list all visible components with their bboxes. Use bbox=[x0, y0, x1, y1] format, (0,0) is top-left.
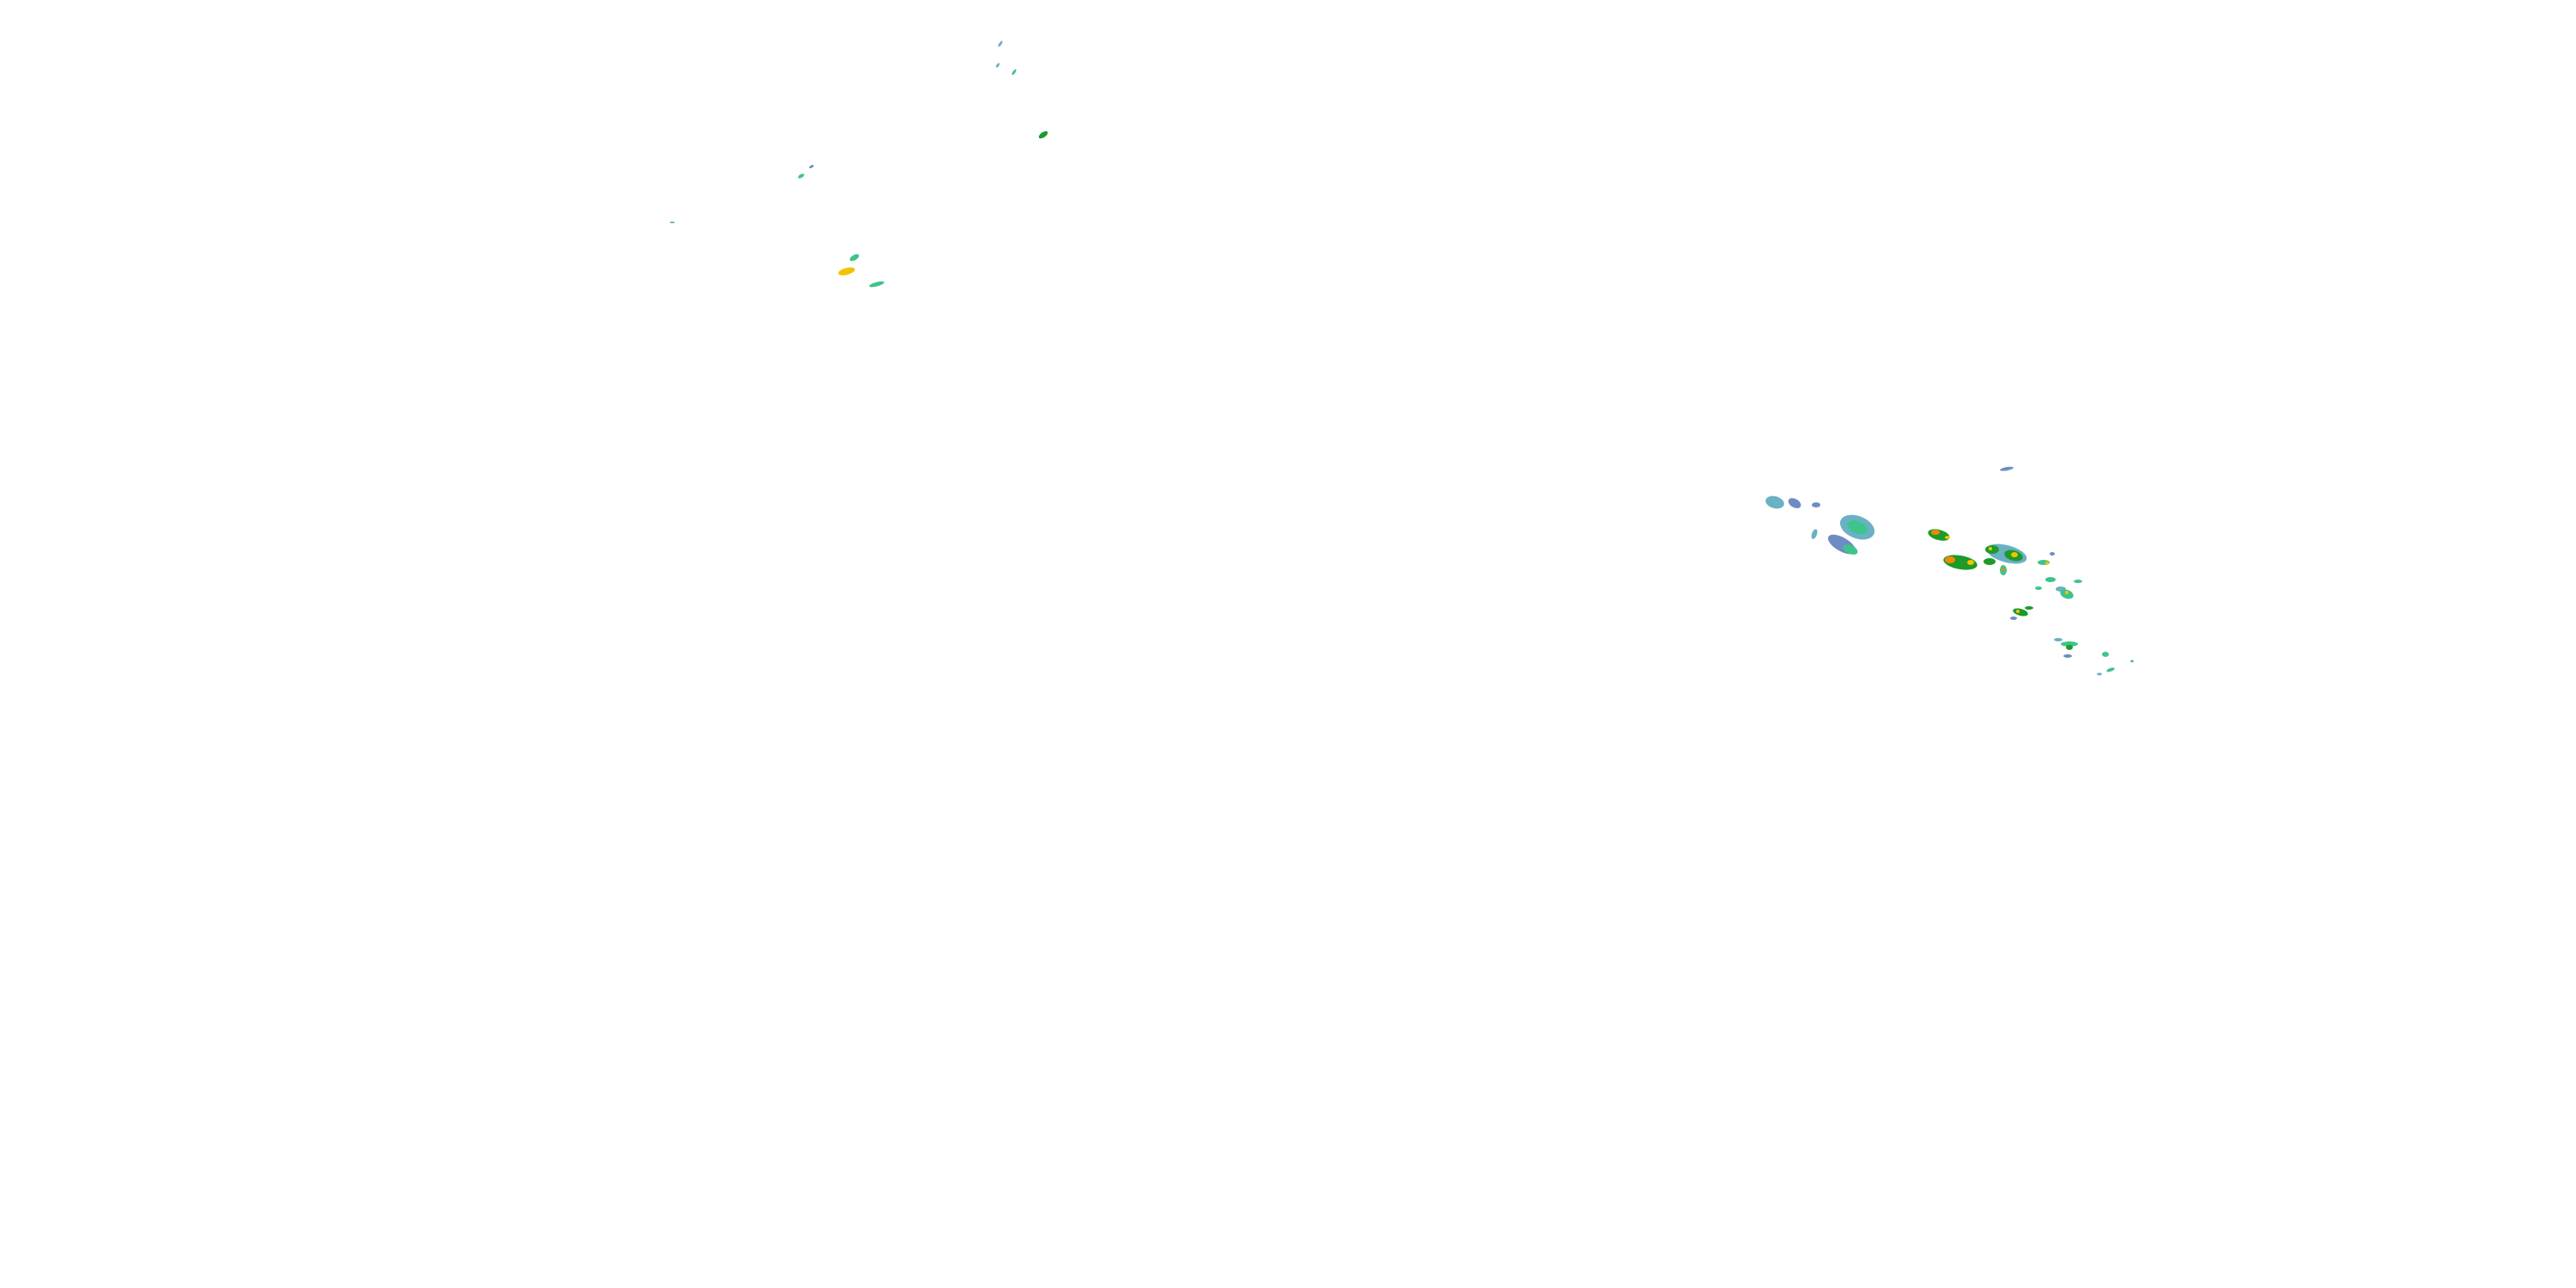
precipitation-cell bbox=[2025, 606, 2033, 610]
precipitation-cell bbox=[1945, 536, 1950, 539]
precipitation-cell bbox=[998, 40, 1003, 47]
precipitation-cell bbox=[2130, 659, 2134, 663]
precipitation-cell bbox=[2054, 638, 2063, 641]
precipitation-cell bbox=[2061, 641, 2078, 647]
precipitation-cell bbox=[1928, 529, 1950, 541]
precipitation-cell bbox=[2010, 617, 2017, 620]
precipitation-cell bbox=[798, 173, 805, 179]
precipitation-cell bbox=[2106, 667, 2115, 672]
precipitation-cell bbox=[1931, 530, 1940, 535]
precipitation-cell bbox=[2097, 672, 2102, 676]
precipitation-cell bbox=[1811, 529, 1818, 539]
precipitation-cell bbox=[869, 281, 884, 288]
precipitation-cell bbox=[1843, 544, 1858, 555]
precipitation-cell bbox=[1945, 556, 1955, 563]
precipitation-cell bbox=[1812, 502, 1820, 507]
precipitation-cell bbox=[2045, 577, 2056, 582]
precipitation-cell bbox=[2065, 591, 2069, 594]
precipitation-cell bbox=[2063, 654, 2072, 658]
precipitation-cell bbox=[1985, 545, 1999, 554]
precipitation-cell bbox=[2035, 586, 2042, 590]
precipitation-cell bbox=[995, 63, 1000, 68]
precipitation-cell bbox=[1847, 520, 1868, 534]
precipitation-cell bbox=[838, 267, 855, 276]
precipitation-cell bbox=[1788, 498, 1801, 508]
precipitation-cell bbox=[2002, 568, 2005, 571]
precipitation-cell bbox=[2102, 652, 2109, 657]
precipitation-cell bbox=[2000, 466, 2014, 471]
precipitation-cell bbox=[1989, 547, 1992, 550]
precipitation-cell bbox=[670, 222, 675, 223]
precipitation-cell bbox=[849, 254, 860, 261]
precipitation-cell bbox=[2074, 580, 2082, 583]
precipitation-cell bbox=[2050, 552, 2055, 556]
precipitation-cell bbox=[2066, 645, 2073, 650]
precipitation-cell bbox=[1012, 69, 1017, 76]
precipitation-cell bbox=[2045, 562, 2049, 565]
precipitation-cell bbox=[809, 165, 814, 168]
precipitation-cell bbox=[1765, 495, 1784, 509]
precipitation-cell bbox=[2016, 610, 2020, 613]
precipitation-cell bbox=[1967, 560, 1974, 565]
precipitation-cell bbox=[1038, 131, 1048, 139]
precipitation-cell bbox=[1984, 558, 1996, 565]
precipitation-cell bbox=[2011, 552, 2018, 557]
